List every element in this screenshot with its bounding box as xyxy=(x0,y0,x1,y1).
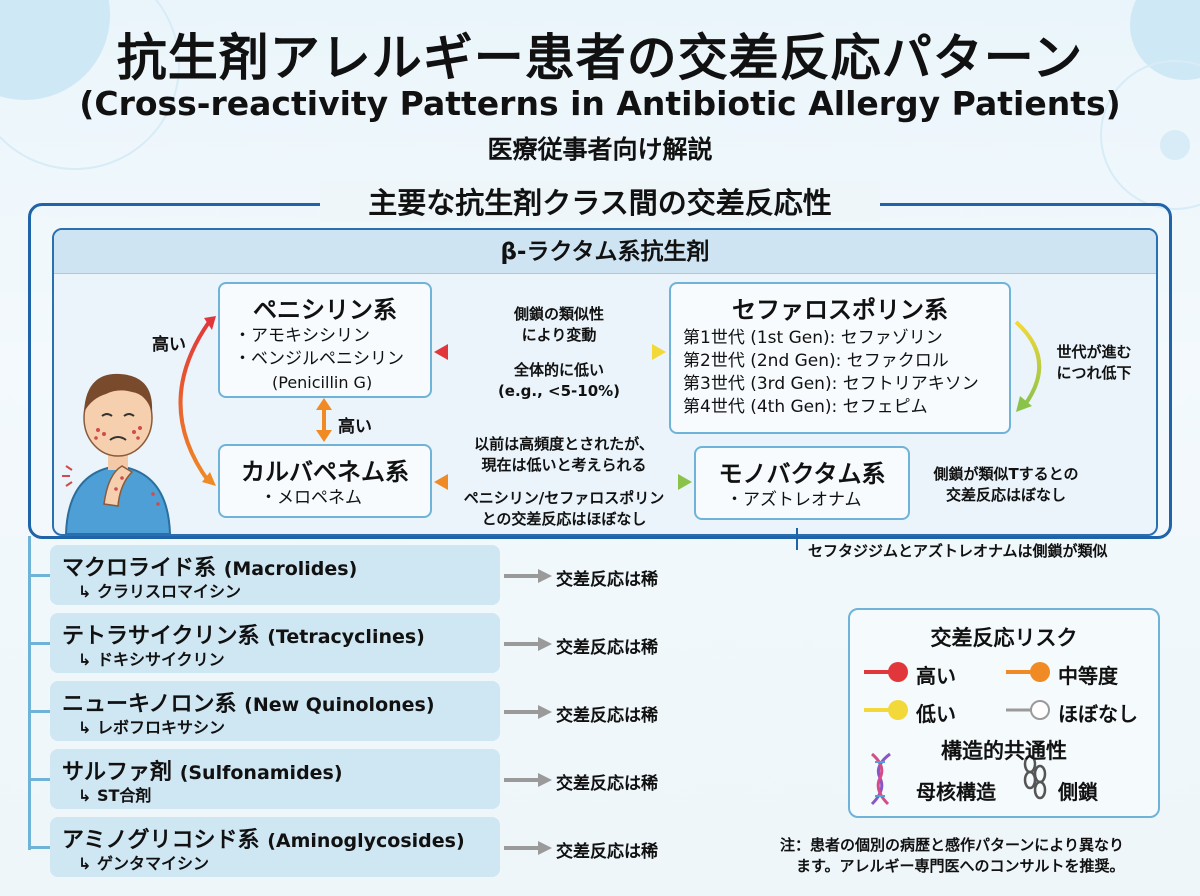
penicillin-drug-note: (Penicillin G) xyxy=(272,373,373,392)
class-result: 交差反応は稀 xyxy=(556,706,658,726)
label-carb-mono-bottom: ペニシリン/セファロスポリン との交差反応はほぼなし xyxy=(463,489,665,528)
spine-tick xyxy=(28,642,50,645)
cephalosporin-generation: 第2世代 (2nd Gen): セファクロル xyxy=(683,351,949,371)
class-english: (Aminoglycosides) xyxy=(267,830,465,852)
class-row-macrolides: マクロライド系 (Macrolides) ↳ クラリスロマイシン xyxy=(50,545,500,605)
footnote: 注：患者の個別の病歴と感作パターンにより異なり ます。アレルギー専門医へのコンサ… xyxy=(780,835,1190,877)
class-name: マクロライド系 xyxy=(62,556,217,581)
chain-icon xyxy=(1023,754,1047,800)
class-drug: ↳ ST合剤 xyxy=(78,786,152,805)
legend-side-chain: 側鎖 xyxy=(1058,780,1098,804)
spine-tick xyxy=(28,574,50,577)
patient-illustration xyxy=(62,373,172,534)
label-left-high: 高い xyxy=(152,335,186,355)
monobactam-box: モノバクタム系 ・アズトレオナム xyxy=(694,446,910,520)
page-title-english: (Cross-reactivity Patterns in Antibiotic… xyxy=(79,84,1121,123)
monobactam-drug: ・アズトレオナム xyxy=(726,490,862,510)
monobactam-title: モノバクタム系 xyxy=(718,460,886,488)
legend-low: 低い xyxy=(916,702,956,726)
label-generation-decrease: 世代が進む につれ低下 xyxy=(1056,343,1132,382)
class-english: (New Quinolones) xyxy=(244,694,435,716)
class-drug: ↳ ドキシサイクリン xyxy=(78,650,225,669)
footnote-line: ます。アレルギー専門医へのコンサルトを推奨。 xyxy=(796,857,1125,875)
legend-core: 母核構造 xyxy=(916,780,996,804)
class-name: サルファ剤 xyxy=(62,760,173,785)
label-carb-mono-top: 以前は高頻度とされたが、 現在は低いと考えられる xyxy=(474,435,654,474)
class-row-tetracyclines: テトラサイクリン系 (Tetracyclines) ↳ ドキシサイクリン xyxy=(50,613,500,673)
class-row-sulfonamides: サルファ剤 (Sulfonamides) ↳ ST合剤 xyxy=(50,749,500,809)
legend-structure-title: 構造的共通性 xyxy=(941,739,1067,763)
class-name: テトラサイクリン系 xyxy=(62,624,260,649)
class-row-quinolones: ニューキノロン系 (New Quinolones) ↳ レボフロキサシン xyxy=(50,681,500,741)
dna-icon xyxy=(870,752,891,806)
class-english: (Macrolides) xyxy=(223,558,358,580)
label-pen-ceph-bottom: 全体的に低い (e.g., <5-10%) xyxy=(497,361,621,400)
ceftazidime-connector xyxy=(796,528,798,550)
penicillin-title: ペニシリン系 xyxy=(253,296,397,324)
class-list-spine xyxy=(28,536,31,850)
beta-lactam-header: β-ラクタム系抗生剤 xyxy=(54,230,1156,274)
class-drug: ↳ レボフロキサシン xyxy=(78,718,225,737)
penicillin-drug: ・ベンジルペニシリン xyxy=(234,349,404,369)
penicillin-drug: ・アモキシシリン xyxy=(234,326,370,346)
legend-medium: 中等度 xyxy=(1058,664,1118,688)
decor-circle-small xyxy=(1160,130,1190,160)
cephalosporin-generation: 第3世代 (3rd Gen): セフトリアキソン xyxy=(683,374,979,394)
class-drug: ↳ クラリスロマイシン xyxy=(78,582,241,601)
class-drug: ↳ ゲンタマイシン xyxy=(78,854,209,873)
class-english: (Sulfonamides) xyxy=(179,762,343,784)
carbapenem-box: カルバペネム系 ・メロペネム xyxy=(218,444,432,518)
spine-tick xyxy=(28,778,50,781)
class-result: 交差反応は稀 xyxy=(556,774,658,794)
carbapenem-title: カルバペネム系 xyxy=(241,458,409,486)
label-monobactam-side: 側鎖が類似Tするとの 交差反応はぼなし xyxy=(933,465,1079,504)
class-name: アミノグリコシド系 xyxy=(62,828,260,853)
cephalosporin-generation: 第4世代 (4th Gen): セフェピム xyxy=(683,397,928,417)
label-pen-carb-high: 高い xyxy=(338,417,372,437)
spine-tick xyxy=(28,710,50,713)
beta-lactam-panel: β-ラクタム系抗生剤 ペニシリン系 ・アモキシシリン ・ベンジルペニシリン (P… xyxy=(52,228,1158,536)
class-english: (Tetracyclines) xyxy=(267,626,425,648)
legend-markers xyxy=(864,662,1050,806)
section-title: 主要な抗生剤クラス間の交差反応性 xyxy=(320,180,880,222)
class-row-aminoglycosides: アミノグリコシド系 (Aminoglycosides) ↳ ゲンタマイシン xyxy=(50,817,500,877)
legend-none: ほぼなし xyxy=(1058,702,1138,726)
class-name: ニューキノロン系 xyxy=(62,692,237,717)
class-result: 交差反応は稀 xyxy=(556,638,658,658)
cephalosporin-generation: 第1世代 (1st Gen): セファゾリン xyxy=(683,328,943,348)
label-pen-ceph-top: 側鎖の類似性 により変動 xyxy=(513,305,604,344)
carbapenem-drug: ・メロペネム xyxy=(260,488,362,508)
legend-title: 交差反応リスク xyxy=(930,626,1078,650)
class-result: 交差反応は稀 xyxy=(556,842,658,862)
relation-arrows xyxy=(178,316,1042,490)
legend-high: 高い xyxy=(916,664,956,688)
spine-tick xyxy=(28,846,50,849)
page-subtitle: 医療従事者向け解説 xyxy=(487,135,713,164)
class-result: 交差反応は稀 xyxy=(556,570,658,590)
legend-box: 交差反応リスク 高い 中等度 低い ほぼなし 構造的共通性 母核構造 側鎖 xyxy=(848,608,1160,818)
cephalosporin-title: セファロスポリン系 xyxy=(732,296,948,324)
ceftazidime-note: セフタジジムとアズトレオナムは側鎖が類似 xyxy=(808,542,1108,560)
rare-arrows xyxy=(504,569,552,855)
page-title: 抗生剤アレルギー患者の交差反応パターン xyxy=(116,29,1084,87)
penicillin-box: ペニシリン系 ・アモキシシリン ・ベンジルペニシリン (Penicillin G… xyxy=(218,282,432,398)
cephalosporin-box: セファロスポリン系 第1世代 (1st Gen): セファゾリン 第2世代 (2… xyxy=(669,282,1011,434)
footnote-line: 注：患者の個別の病歴と感作パターンにより異なり xyxy=(780,836,1124,854)
